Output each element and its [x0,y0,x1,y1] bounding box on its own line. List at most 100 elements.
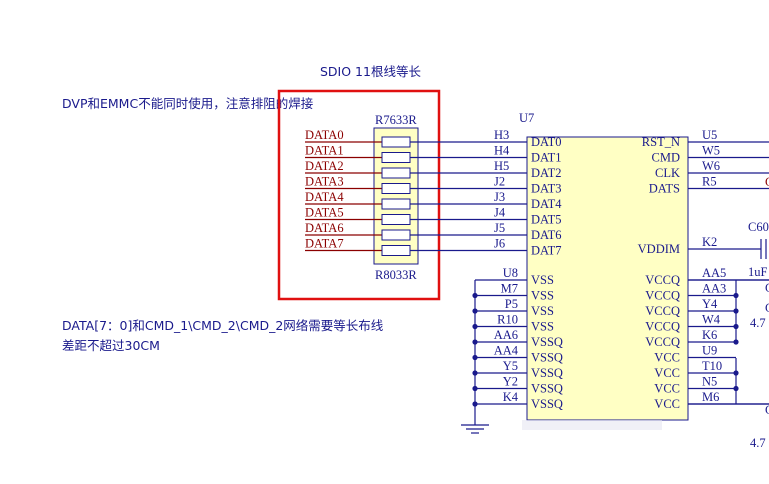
pwr-junction-7 [733,385,739,392]
pin-num-aa4: AA4 [494,344,519,358]
pin-num-aa5: AA5 [702,266,726,280]
pin-num-h5: H5 [494,159,509,173]
pin-name-gnd-2: VSS [531,304,554,318]
cap-value: 1uF [748,265,768,279]
pin-name-dat2: DAT2 [531,166,562,180]
pin-name-dat7: DAT7 [531,244,562,258]
pin-name-pwr-5: VCC [654,351,680,365]
clipped-net-label: C [765,175,769,189]
resistor-element-7 [381,245,411,256]
pin-num-h3: H3 [494,128,509,142]
pin-name-dat4: DAT4 [531,197,562,211]
pin-num-y4: Y4 [702,297,718,311]
resistor-element-0 [381,136,411,148]
pin-num-p5: P5 [505,297,518,311]
pin-name-vddim: VDDIM [638,242,680,256]
pin-name-pwr-2: VCCQ [645,304,680,318]
pin-num-n5: N5 [702,375,717,389]
net-label-data0: DATA0 [305,128,344,142]
resistor-element-4 [381,198,411,210]
pin-num-j3: J3 [494,190,505,204]
chip-ref: U7 [519,111,534,125]
pin-name-gnd-5: VSSQ [531,351,563,365]
pin-num-j2: J2 [494,175,505,189]
pin-num-u8: U8 [503,266,518,280]
pin-num-k4: K4 [503,390,519,404]
pin-num-m7: M7 [501,282,518,296]
data-note-line1: DATA[7：0]和CMD_1\CMD_2\CMD_2网络需要等长布线 [62,318,384,333]
pin-num-k6: K6 [702,328,717,342]
pin-num-r10: R10 [497,313,518,327]
pin-num-u9: U9 [702,344,717,358]
resistor-top-label: R7633R [375,113,417,127]
pin-name-pwr-3: VCCQ [645,320,680,334]
pin-name-gnd-1: VSS [531,289,554,303]
pin-num-h4: H4 [494,144,510,158]
sdio-note: SDIO 11根线等长 [320,64,421,79]
pin-num-r5: R5 [702,175,717,189]
pin-name-pwr-4: VCCQ [645,335,680,349]
pin-name-gnd-0: VSS [531,273,554,287]
cap-ref: C60 [748,220,769,234]
pin-num-w5: W5 [702,144,720,158]
pin-name-dat3: DAT3 [531,182,562,196]
pin-num-w4: W4 [702,313,721,327]
resistor-network[interactable] [373,127,419,265]
pin-num-u5: U5 [702,128,717,142]
watermark-smudge [522,420,662,430]
pin-name-clk: CLK [655,166,680,180]
pin-num-j6: J6 [494,237,505,251]
pin-name-dat0: DAT0 [531,135,562,149]
pin-num-aa6: AA6 [494,328,518,342]
resistor-bottom-label: R8033R [375,268,417,282]
cap-value-a: 4.7 [750,316,766,330]
net-label-data2: DATA2 [305,159,344,173]
clipped-label-d: C [765,403,769,417]
pin-num-aa3: AA3 [702,282,726,296]
pin-num-j4: J4 [494,206,506,220]
resistor-element-6 [381,229,411,241]
pin-name-pwr-0: VCCQ [645,273,680,287]
pin-name-cmd: CMD [652,151,680,165]
pin-num-y2: Y2 [503,375,518,389]
pin-name-pwr-8: VCC [654,397,680,411]
data-note-line2: 差距不超过30CM [62,338,160,353]
pin-num-t10: T10 [702,359,722,373]
pin-name-gnd-3: VSS [531,320,554,334]
pin-name-gnd-4: VSSQ [531,335,563,349]
pin-name-dat5: DAT5 [531,213,562,227]
clipped-label-b: C [765,281,769,295]
pin-num-y5: Y5 [503,359,518,373]
pin-name-dats: DATS [649,182,680,196]
pin-name-pwr-6: VCC [654,366,680,380]
pin-num-j5: J5 [494,221,505,235]
clipped-label-c: C [765,301,769,315]
net-label-data6: DATA6 [305,221,344,235]
resistor-element-1 [381,152,411,163]
pin-name-gnd-6: VSSQ [531,366,563,380]
highlight-box [277,89,441,301]
resistor-element-5 [381,214,411,225]
pin-name-gnd-8: VSSQ [531,397,563,411]
cap-value-b: 4.7 [750,436,766,450]
pin-name-rst-n: RST_N [642,135,680,149]
net-label-data1: DATA1 [305,144,344,158]
pin-name-pwr-7: VCC [654,382,680,396]
pin-name-gnd-7: VSSQ [531,382,563,396]
pin-name-dat6: DAT6 [531,228,562,242]
dvp-note: DVP和EMMC不能同时使用，注意排阻的焊接 [62,96,314,111]
chip-u7[interactable] [526,136,689,421]
pin-num-w6: W6 [702,159,720,173]
net-label-data4: DATA4 [305,190,344,204]
pin-num-m6: M6 [702,390,719,404]
resistor-element-3 [381,183,411,194]
net-label-data5: DATA5 [305,206,344,220]
pin-name-dat1: DAT1 [531,151,562,165]
pin-name-pwr-1: VCCQ [645,289,680,303]
resistor-element-2 [381,167,411,179]
net-label-data3: DATA3 [305,175,344,189]
net-label-data7: DATA7 [305,237,344,251]
